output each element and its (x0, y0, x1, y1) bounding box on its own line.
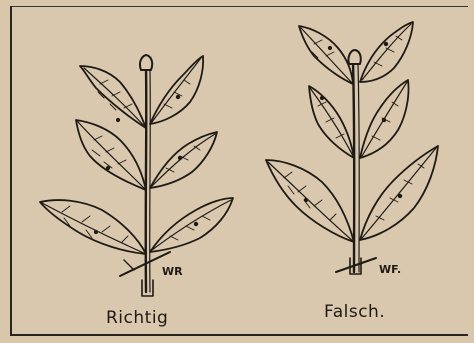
caption-incorrect: Falsch. (324, 302, 385, 322)
cut-mark-correct: WR (162, 265, 183, 278)
cut-mark-incorrect: WF. (379, 263, 401, 276)
plant-correct (40, 55, 233, 296)
caption-correct: Richtig (106, 308, 168, 328)
plant-incorrect (266, 22, 438, 274)
